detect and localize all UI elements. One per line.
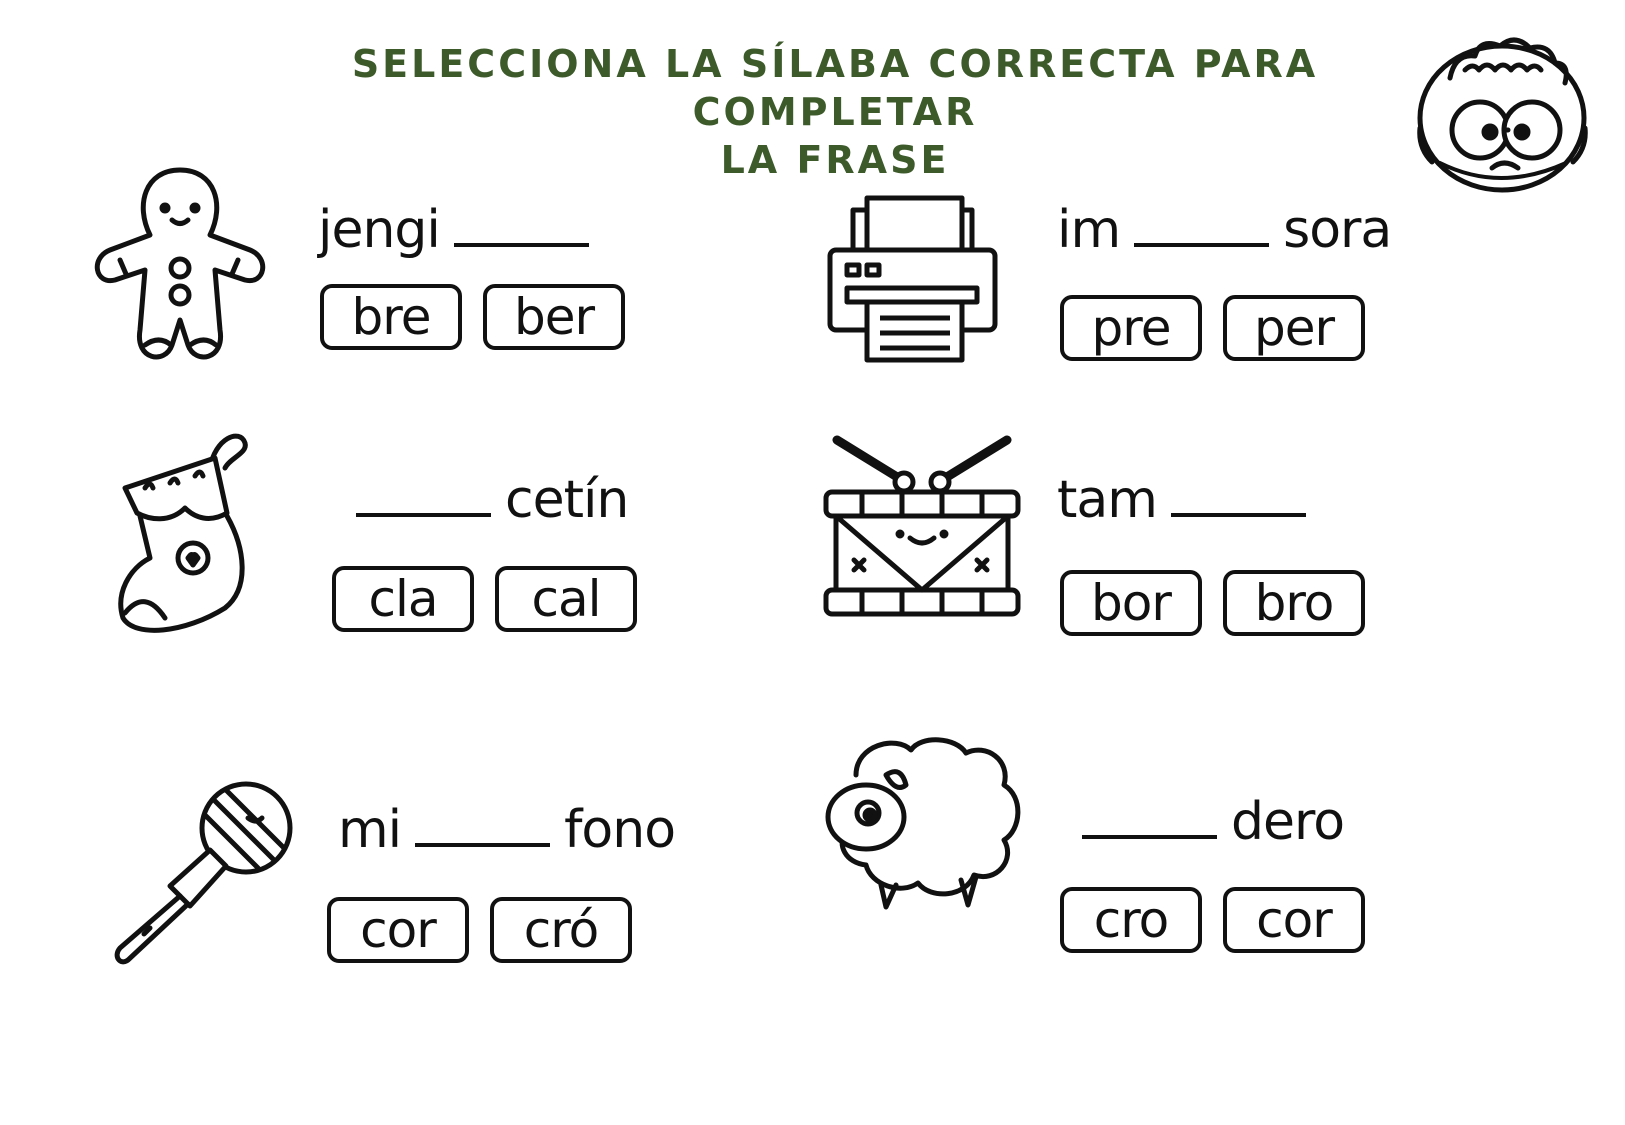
answer-blank-2[interactable] xyxy=(1134,203,1270,247)
option-button-5b[interactable]: cró xyxy=(490,897,632,963)
option-button-4a[interactable]: bor xyxy=(1060,570,1202,636)
answer-blank-1[interactable] xyxy=(453,203,589,247)
phrase-5-after: fono xyxy=(564,800,676,860)
printer-icon xyxy=(827,195,998,363)
phrase-5-before: mi xyxy=(338,800,402,860)
phrase-2: im sora xyxy=(1057,200,1392,260)
kid-face-icon xyxy=(1417,37,1588,193)
gingerbread-man-icon xyxy=(94,167,266,360)
answer-blank-3[interactable] xyxy=(356,473,491,517)
title-line-2: LA FRASE xyxy=(720,138,950,182)
phrase-1-before: jengi xyxy=(318,200,441,260)
sheep-icon xyxy=(825,737,1021,910)
phrase-3: cetín xyxy=(342,470,629,530)
christmas-stocking-icon xyxy=(118,433,248,633)
phrase-1: jengi xyxy=(318,200,603,260)
option-button-5a[interactable]: cor xyxy=(327,897,469,963)
answer-blank-5[interactable] xyxy=(415,803,551,847)
drum-icon xyxy=(823,435,1021,617)
option-button-2b[interactable]: per xyxy=(1223,295,1365,361)
option-button-3b[interactable]: cal xyxy=(495,566,637,632)
option-button-3a[interactable]: cla xyxy=(332,566,474,632)
microphone-icon xyxy=(114,781,293,965)
phrase-4: tam xyxy=(1057,470,1320,530)
option-button-1b[interactable]: ber xyxy=(483,284,625,350)
phrase-4-before: tam xyxy=(1057,470,1158,530)
option-button-4b[interactable]: bro xyxy=(1223,570,1365,636)
option-button-2a[interactable]: pre xyxy=(1060,295,1202,361)
phrase-6: dero xyxy=(1068,792,1345,852)
answer-blank-4[interactable] xyxy=(1170,473,1306,517)
phrase-2-before: im xyxy=(1057,200,1121,260)
answer-blank-6[interactable] xyxy=(1082,795,1217,839)
worksheet-title: SELECCIONA LA SÍLABA CORRECTA PARA COMPL… xyxy=(270,40,1400,184)
phrase-6-after: dero xyxy=(1231,792,1345,852)
option-button-6a[interactable]: cro xyxy=(1060,887,1202,953)
phrase-3-after: cetín xyxy=(505,470,629,530)
option-button-1a[interactable]: bre xyxy=(320,284,462,350)
phrase-5: mi fono xyxy=(338,800,676,860)
phrase-2-after: sora xyxy=(1283,200,1392,260)
title-line-1: SELECCIONA LA SÍLABA CORRECTA PARA COMPL… xyxy=(351,42,1319,134)
option-button-6b[interactable]: cor xyxy=(1223,887,1365,953)
